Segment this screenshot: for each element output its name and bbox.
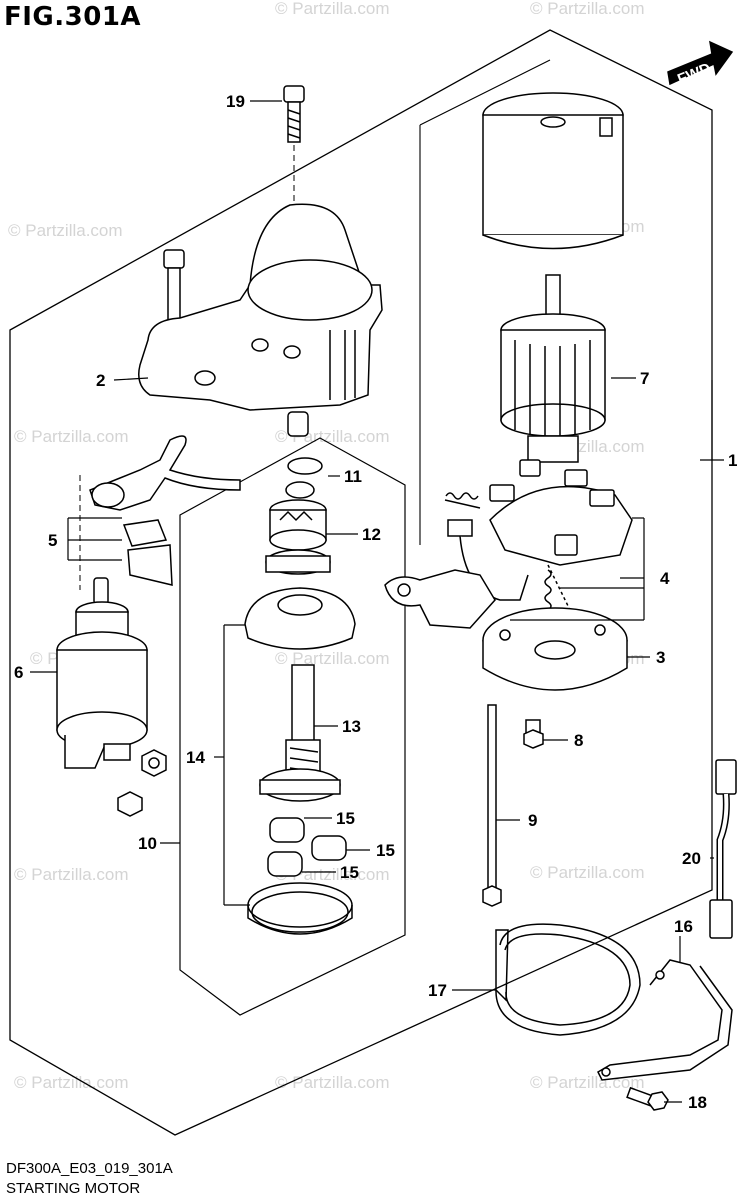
gasket-part-5 <box>122 519 173 586</box>
callout-8: 8 <box>574 731 583 750</box>
callout-7: 7 <box>640 369 649 388</box>
callout-6: 6 <box>14 663 23 682</box>
assembly-outline <box>9 29 713 1136</box>
watermark: © Partzilla.com <box>275 865 390 884</box>
fwd-arrow-icon: FWD <box>667 40 734 89</box>
watermark: © Partzilla.com <box>8 221 123 240</box>
diagram-code: DF300A_E03_019_301A <box>6 1160 173 1177</box>
solenoid-part-6 <box>56 577 167 817</box>
fwd-label: FWD <box>675 60 713 89</box>
callout-17: 17 <box>428 981 447 1000</box>
housing-part-2 <box>138 203 383 411</box>
snap-ring-part-11 <box>285 457 323 499</box>
bushing-part <box>287 411 309 437</box>
callout-20: 20 <box>682 849 701 868</box>
callout-15: 15 <box>376 841 395 860</box>
callout-11: 11 <box>344 467 362 486</box>
callout-labels: 19 2 5 6 7 1 11 12 4 3 13 8 14 9 15 10 1… <box>14 92 737 1112</box>
brush-lead-part <box>384 519 529 629</box>
planet-gear-part-15 <box>267 817 347 877</box>
watermark: © Partzilla.com <box>14 427 129 446</box>
callout-10: 10 <box>138 834 157 853</box>
watermark: © Partzilla.com <box>14 1073 129 1092</box>
callout-15: 15 <box>340 863 359 882</box>
watermark: © Partzilla.com <box>275 1073 390 1092</box>
callout-9: 9 <box>528 811 537 830</box>
callout-4: 4 <box>660 569 670 588</box>
end-cover-part-3 <box>482 607 628 691</box>
callout-18: 18 <box>688 1093 707 1112</box>
leader-lines <box>30 100 724 1103</box>
callout-19: 19 <box>226 92 245 111</box>
callout-13: 13 <box>342 717 361 736</box>
watermark: © Partzilla.com <box>275 0 390 18</box>
callout-15: 15 <box>336 809 355 828</box>
shaft-part-13 <box>259 664 341 802</box>
callout-2: 2 <box>96 371 105 390</box>
watermark: © Partzilla.com <box>275 649 390 668</box>
callout-3: 3 <box>656 648 665 667</box>
drive-housing-part-14 <box>244 587 356 650</box>
screw-part-8 <box>523 719 544 749</box>
wire-harness-part-20 <box>709 759 737 939</box>
band-part-17 <box>495 923 641 1036</box>
diagram-caption: STARTING MOTOR <box>6 1180 141 1197</box>
spring-part <box>445 492 552 611</box>
watermark: © Partzilla.com <box>14 865 129 884</box>
callout-16: 16 <box>674 917 693 936</box>
yoke-part-7-shell <box>482 92 624 250</box>
lever-part <box>89 435 241 511</box>
pinion-part-12 <box>265 499 331 575</box>
drive-subassembly-outline <box>179 437 406 1016</box>
through-bolt-part-9 <box>482 704 502 907</box>
figure-title: FIG.301A <box>4 2 142 32</box>
callout-12: 12 <box>362 525 381 544</box>
bolt-part-18 <box>626 1086 669 1111</box>
watermark: © Partzilla.com <box>530 0 645 18</box>
callout-1: 1 <box>728 451 737 470</box>
watermark: © Partzilla.com <box>530 863 645 882</box>
armature-part-7 <box>500 274 606 463</box>
brush-holder-part-4 <box>444 459 633 611</box>
callout-14: 14 <box>186 748 205 767</box>
strap-part-16 <box>597 959 733 1081</box>
bolt-part-19 <box>283 85 305 143</box>
callout-5: 5 <box>48 531 57 550</box>
internal-gear-ring <box>247 882 353 935</box>
